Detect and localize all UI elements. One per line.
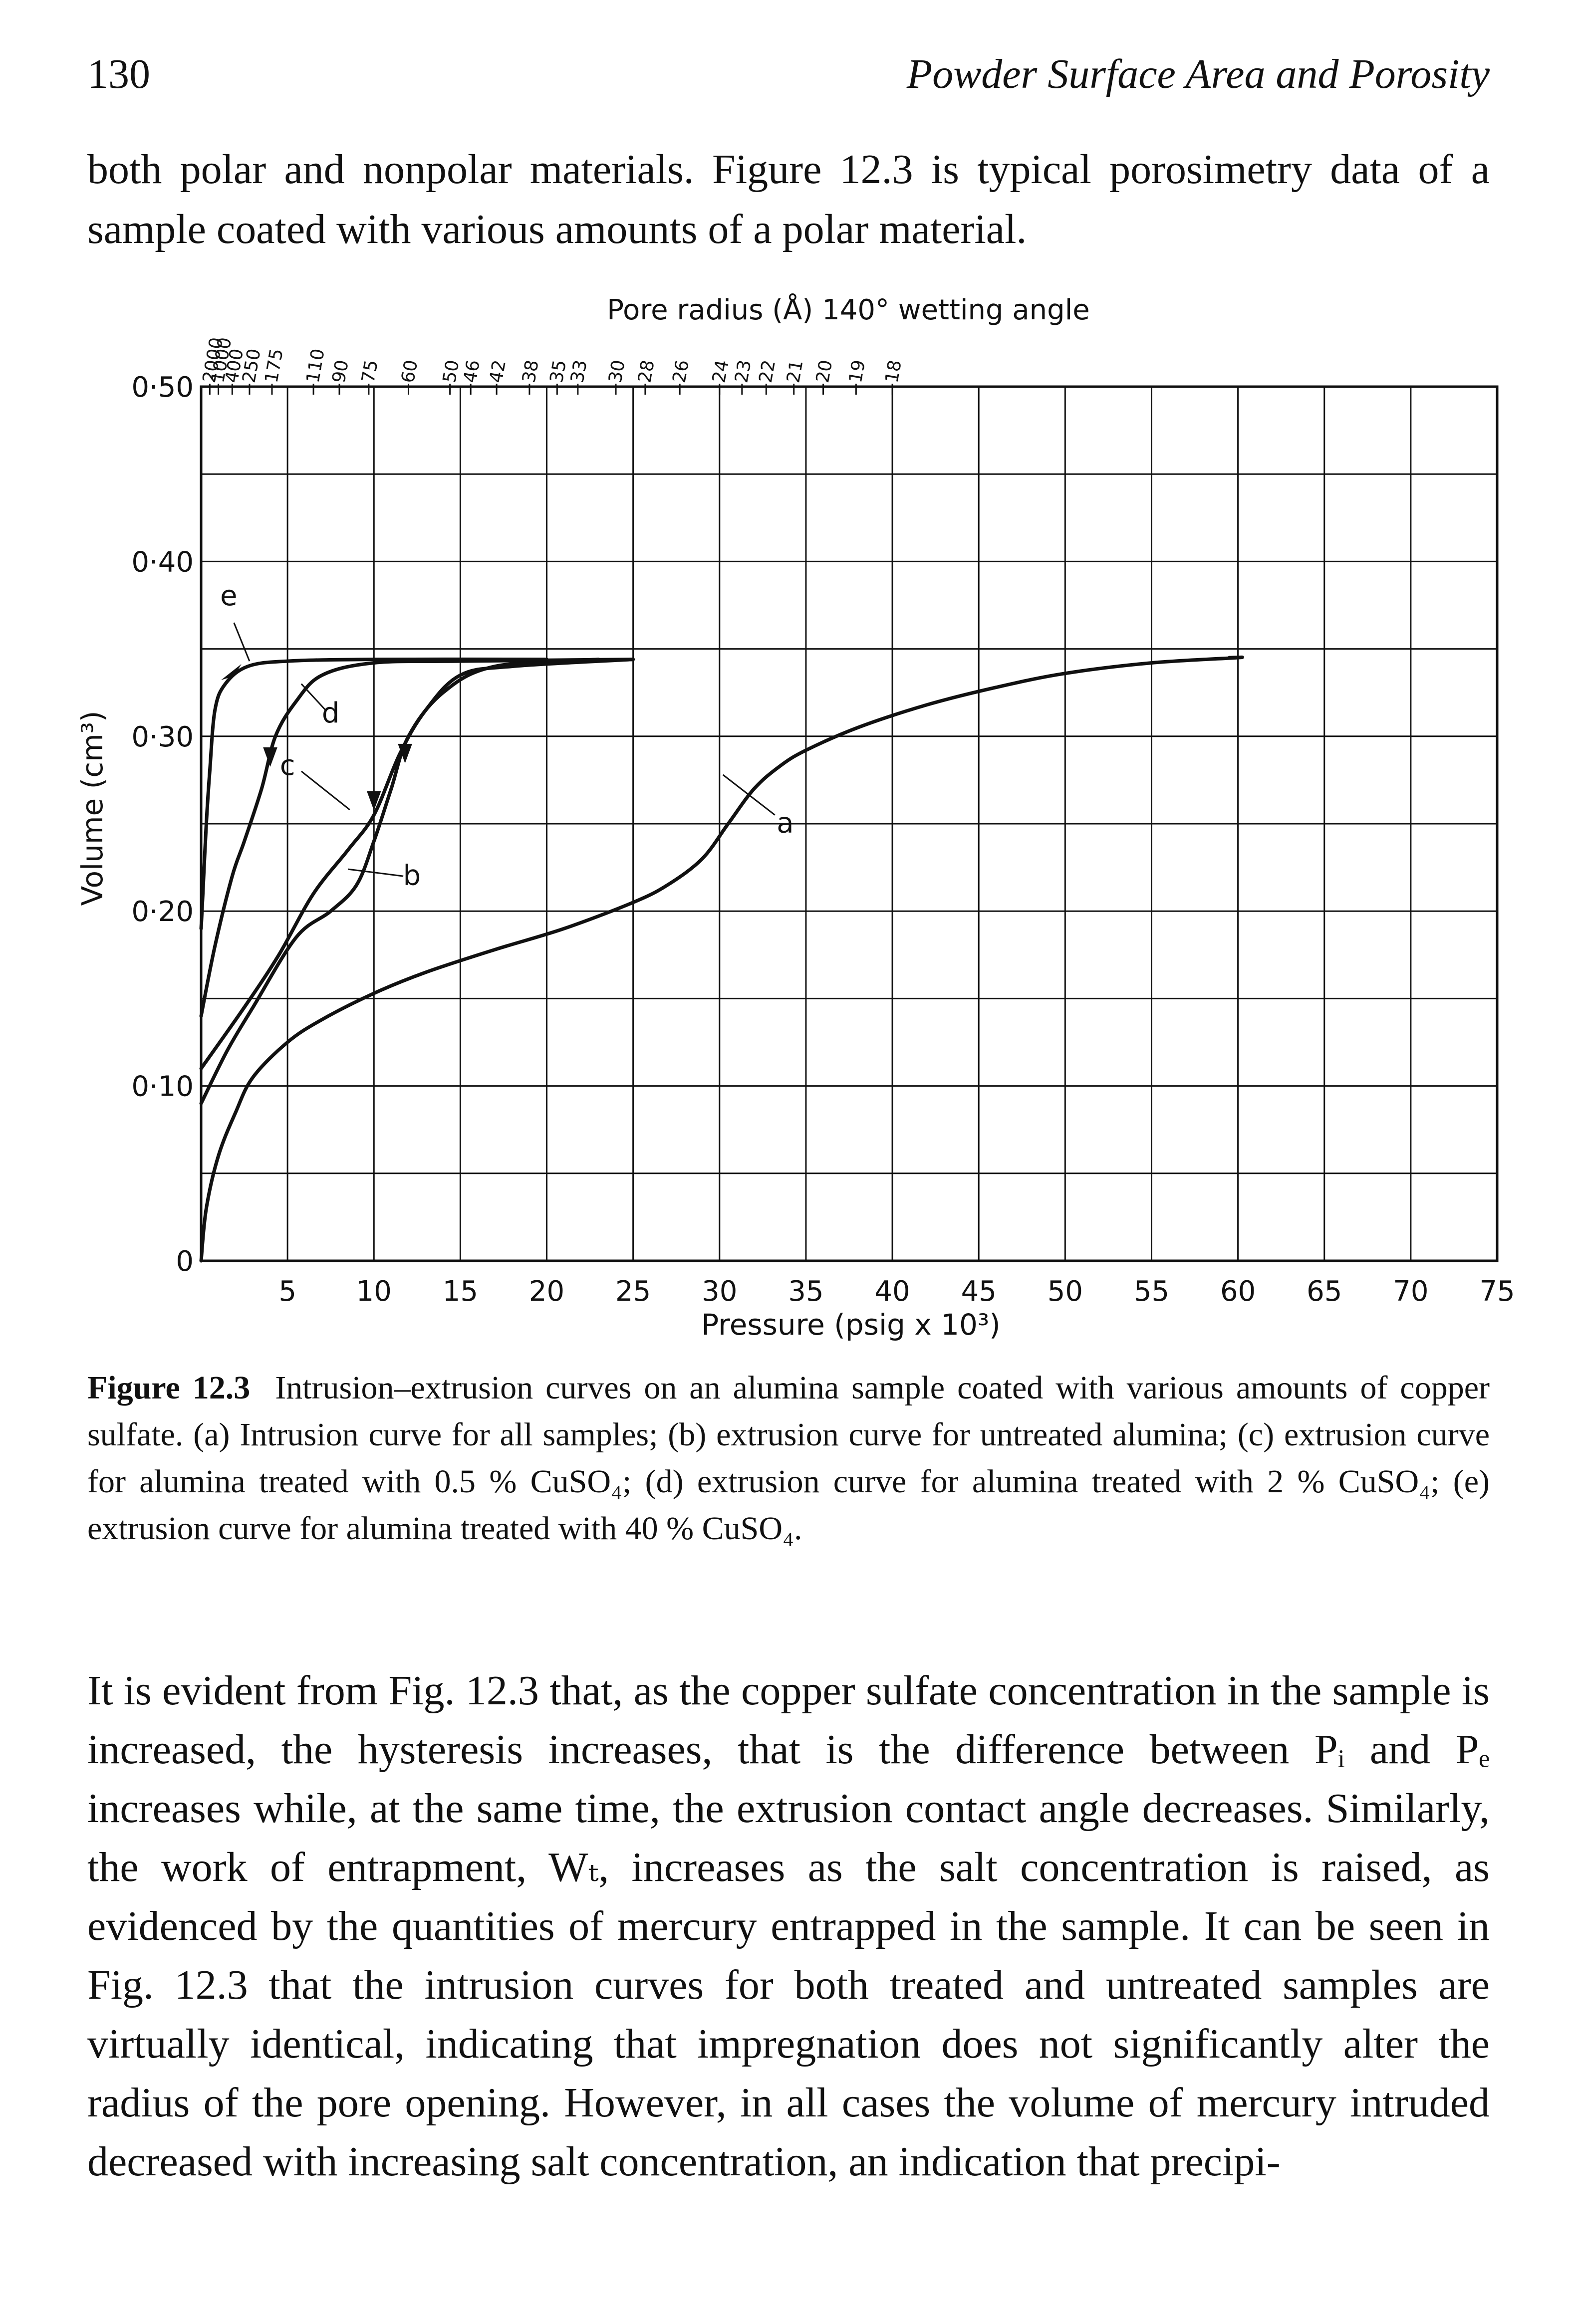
top-tick-label: 110: [303, 347, 329, 385]
top-tick-label: 26: [669, 358, 693, 384]
curve-label-c: c: [280, 749, 295, 782]
body-paragraph: It is evident from Fig. 12.3 that, as th…: [87, 1667, 1490, 2185]
chart-ticks: 5 10 15 20 25 30 35 40 45 50 55 60 65 70 75 0 0·10 0·20 0·…: [131, 336, 1515, 1308]
x-tick-label: 75: [1479, 1275, 1515, 1308]
curve-a: [199, 655, 1244, 1263]
x-tick-label: 55: [1134, 1275, 1169, 1308]
chart-grid: [200, 385, 1499, 1262]
top-tick-label: 42: [486, 358, 510, 384]
top-tick-label: 50: [439, 358, 463, 384]
direction-arrow-c: [398, 743, 412, 763]
curve-d: [199, 658, 635, 1018]
caption-label: Figure 12.3: [87, 1370, 251, 1406]
x-tick-label: 30: [702, 1275, 737, 1308]
page-number: 130: [87, 51, 150, 97]
x-tick-label: 60: [1220, 1275, 1256, 1308]
leader-line-b: [348, 868, 404, 877]
leader-line-e: [233, 622, 251, 662]
leader-line-c: [300, 770, 350, 811]
x-tick-label: 65: [1307, 1275, 1342, 1308]
running-head: Powder Surface Area and Porosity: [906, 51, 1490, 97]
y-tick-label: 0·50: [131, 371, 194, 404]
top-tick-label: 175: [261, 347, 287, 385]
curve-label-e: e: [220, 580, 237, 612]
leader-line-a: [722, 774, 776, 816]
y-axis-label: Volume (cm³): [75, 710, 109, 906]
top-tick-label: 28: [634, 358, 658, 384]
top-tick-label: 23: [731, 358, 755, 384]
x-tick-label: 10: [356, 1275, 392, 1308]
top-tick-label: 60: [398, 358, 422, 384]
y-tick-label: 0: [176, 1245, 194, 1278]
curve-c: [199, 658, 635, 1071]
x-tick-label: 35: [788, 1275, 823, 1308]
caption-text: Intrusion–extrusion curves on an alumina…: [87, 1370, 1490, 1547]
top-tick-label: 20: [812, 358, 836, 384]
x-tick-label: 15: [443, 1275, 478, 1308]
top-tick-label: 38: [519, 358, 542, 384]
x-tick-label: 40: [874, 1275, 910, 1308]
leader-line-d: [300, 683, 326, 711]
y-tick-label: 0·10: [131, 1071, 194, 1103]
y-tick-label: 0·30: [131, 721, 194, 753]
curve-label-b: b: [403, 860, 421, 892]
figure-caption: Figure 12.3 Intrusion–extrusion curves o…: [87, 1365, 1490, 1552]
curve-b: [199, 658, 600, 1106]
top-tick-label: 19: [845, 358, 869, 384]
direction-arrow-d: [263, 747, 277, 767]
x-tick-label: 5: [278, 1275, 296, 1308]
chart-curves: [199, 655, 1244, 1263]
x-tick-label: 25: [615, 1275, 651, 1308]
porosimetry-chart: 5 10 15 20 25 30 35 40 45 50 55 60 65 70 75 0 0·10 0·20 0·…: [75, 293, 1515, 1342]
top-tick-label: 90: [328, 358, 352, 384]
y-tick-label: 0·40: [131, 546, 194, 578]
top-tick-label: 33: [567, 358, 591, 384]
top-tick-label: 35: [546, 358, 570, 384]
chart-labels: a b cd e: [220, 580, 793, 892]
top-axis-label: Pore radius (Å) 140° wetting angle: [607, 293, 1089, 326]
top-tick-label: 24: [709, 358, 733, 384]
top-tick-label: 22: [756, 358, 780, 384]
intro-paragraph: both polar and nonpolar materials. Figur…: [87, 146, 1490, 252]
top-tick-label: 18: [882, 358, 906, 384]
top-tick-label: 21: [783, 358, 807, 384]
y-tick-label: 0·20: [131, 896, 194, 928]
x-tick-label: 70: [1393, 1275, 1428, 1308]
curve-label-d: d: [322, 697, 340, 729]
curve-e: [199, 657, 548, 930]
top-tick-label: 75: [358, 358, 382, 384]
curve-label-a: a: [777, 807, 793, 840]
top-tick-label: 30: [605, 358, 629, 384]
direction-arrow-e: [221, 664, 242, 681]
x-axis-label: Pressure (psig x 10³): [701, 1308, 1001, 1342]
x-tick-label: 45: [961, 1275, 997, 1308]
x-tick-label: 50: [1048, 1275, 1083, 1308]
x-tick-label: 20: [529, 1275, 564, 1308]
top-tick-label: 46: [460, 358, 484, 384]
direction-arrow-b: [366, 791, 381, 811]
